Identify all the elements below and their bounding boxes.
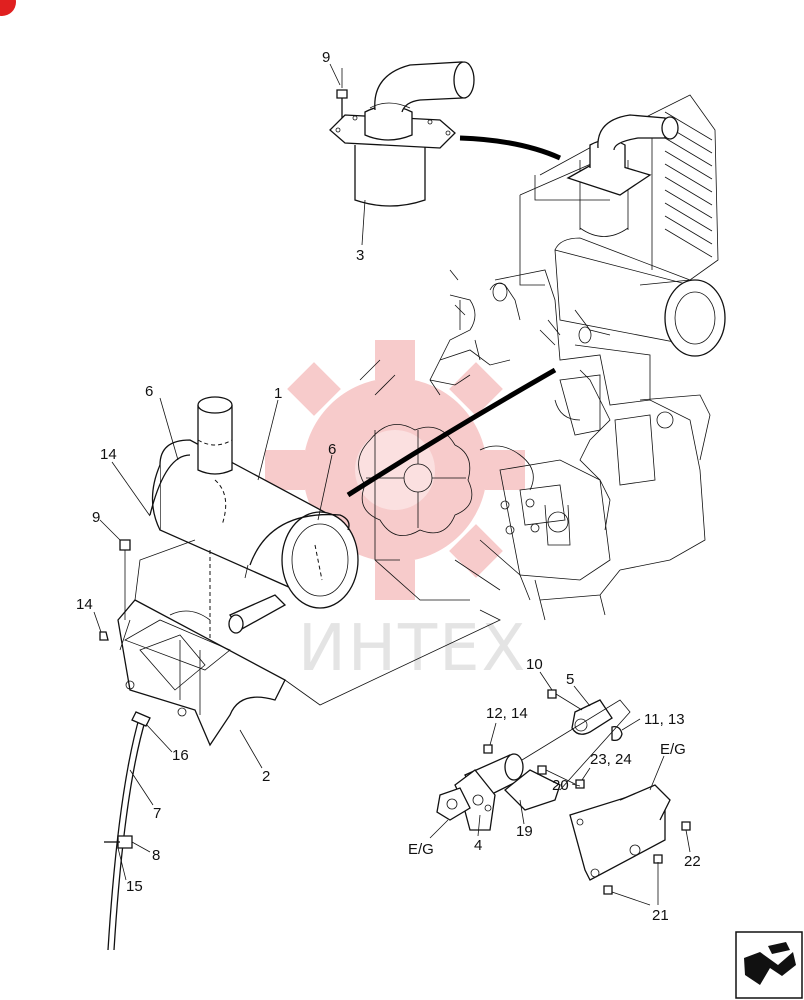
watermark-gear-hub [355,430,435,510]
callout-14-left: 14 [76,596,93,613]
callout-22: 22 [684,853,701,870]
callout-15: 15 [126,878,143,895]
callout-2: 2 [262,768,270,785]
callout-12-14: 12, 14 [486,705,528,722]
callout-14-top: 14 [100,446,117,463]
callout-9-left: 9 [92,509,100,526]
exhaust-parts-lower [436,689,691,895]
next-page-arrow-icon[interactable] [735,931,803,999]
callout-21: 21 [652,907,669,924]
callout-5: 5 [566,671,574,688]
callout-11-13: 11, 13 [644,711,685,728]
nut-14-left [99,631,109,641]
callout-3: 3 [356,247,364,264]
callout-23-24: 23, 24 [590,751,632,768]
callout-6-left: 6 [145,383,153,400]
callout-4: 4 [474,837,482,854]
callout-16: 16 [172,747,189,764]
corner-badge [0,0,16,16]
callout-20: 20 [552,777,569,794]
engine-assembly [358,94,726,621]
pointer-curve-top [459,135,562,161]
callout-eg-left: E/G [408,841,434,858]
leader-lines [93,63,691,906]
hose-part-7 [104,711,151,951]
bracket-part-2 [117,599,286,747]
muffler-part-3 [329,61,475,207]
callout-8: 8 [152,847,160,864]
callout-6-right: 6 [328,441,336,458]
watermark-text: ИНТЕХ [298,612,527,686]
callout-19: 19 [516,823,533,840]
bolt-9-top [336,68,348,118]
bolt-9-left [119,539,131,620]
callout-10: 10 [526,656,543,673]
pointer-curve-middle [346,367,557,498]
callout-7: 7 [153,805,161,822]
callout-1: 1 [274,385,282,402]
air-cleaner-part-1 [149,396,359,640]
callout-9-top: 9 [322,49,330,66]
callout-eg-right: E/G [660,741,686,758]
